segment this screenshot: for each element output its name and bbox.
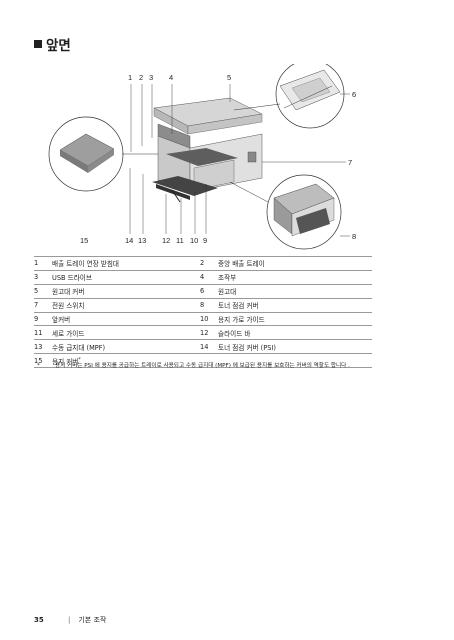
page-footer: 35 | 기본 조작 [34, 615, 106, 625]
part-number: 12 [200, 325, 218, 341]
part-number: 3 [34, 270, 52, 285]
part-label: 용지 커버 [52, 357, 79, 366]
part-number: 2 [200, 256, 218, 271]
part-number: 8 [200, 298, 218, 313]
part-number: 14 [200, 339, 218, 355]
footnote-text: 용지 커버는 PSI 에 용지를 공급하는 트레이로 사용되고 수동 급지대 (… [55, 363, 350, 369]
part-number: 5 [34, 284, 52, 299]
section-name: 기본 조작 [78, 616, 107, 624]
callout-5: 5 [227, 73, 231, 82]
empty-cell [218, 353, 372, 369]
part-number: 13 [34, 339, 52, 355]
section-title: 앞면 [46, 38, 71, 54]
toner-cover-inset [229, 174, 342, 250]
part-label: 원고대 커버 [52, 284, 200, 299]
callout-4: 4 [169, 73, 173, 82]
table-row: 9 앞커버 10 용지 가로 가이드 [34, 312, 372, 327]
empty-cell [200, 353, 218, 369]
part-label: 토너 점검 커버 (PSI) [218, 339, 372, 355]
printer-body [152, 97, 263, 203]
callout-3: 3 [149, 73, 153, 82]
callout-13: 13 [138, 236, 146, 245]
section-heading: 앞면 [34, 34, 71, 54]
part-label: 토너 점검 커버 [218, 298, 372, 313]
callout-7: 7 [348, 158, 352, 167]
parts-table: 1 배출 트레이 연장 받침대 2 중앙 배출 트레이 3 USB 드라이브 4… [34, 256, 372, 369]
part-number: 10 [200, 312, 218, 327]
paper-cover-inset [48, 116, 164, 192]
part-number: 11 [34, 325, 52, 341]
part-label: 배출 트레이 연장 받침대 [52, 256, 200, 271]
callout-6: 6 [352, 90, 356, 99]
part-number: 7 [34, 298, 52, 313]
platen-inset [233, 64, 345, 129]
square-bullet-icon [34, 40, 42, 48]
footer-separator: | [68, 616, 71, 624]
part-label: 세로 가이드 [52, 325, 200, 341]
callout-leaders [129, 84, 350, 237]
table-row: 7 전원 스위치 8 토너 점검 커버 [34, 298, 372, 313]
callout-1: 1 [128, 73, 132, 82]
table-row: 11 세로 가이드 12 슬라이드 바 [34, 325, 372, 341]
part-number: 1 [34, 256, 52, 271]
footnote-mark: * [37, 363, 40, 369]
part-label: 조작부 [218, 270, 372, 285]
callout-9: 9 [203, 236, 207, 245]
part-label: USB 드라이브 [52, 270, 200, 285]
part-number: 4 [200, 270, 218, 285]
callout-15: 15 [80, 236, 88, 245]
part-label: 전원 스위치 [52, 298, 200, 313]
part-label: 중앙 배출 트레이 [218, 256, 372, 271]
footnote-reference: * [78, 357, 81, 363]
callout-8: 8 [352, 232, 356, 241]
part-label: 용지 가로 가이드 [218, 312, 372, 327]
part-label: 원고대 [218, 284, 372, 299]
part-number: 15 [34, 353, 52, 369]
footnote: * 용지 커버는 PSI 에 용지를 공급하는 트레이로 사용되고 수동 급지대… [34, 362, 366, 371]
callout-12: 12 [162, 236, 170, 245]
part-number: 9 [34, 312, 52, 327]
printer-illustration: 1 2 3 4 5 6 7 8 15 14 13 12 11 10 9 [48, 64, 356, 250]
part-label: 앞커버 [52, 312, 200, 327]
part-number: 6 [200, 284, 218, 299]
table-row: 1 배출 트레이 연장 받침대 2 중앙 배출 트레이 [34, 256, 372, 271]
printer-front-figure: 1 2 3 4 5 6 7 8 15 14 13 12 11 10 9 [34, 64, 364, 254]
part-label: 수동 급지대 (MPF) [52, 339, 200, 355]
table-row: 13 수동 급지대 (MPF) 14 토너 점검 커버 (PSI) [34, 339, 372, 355]
part-label: 슬라이드 바 [218, 325, 372, 341]
part-label-paper-cover: 용지 커버* [52, 353, 200, 369]
table-row: 3 USB 드라이브 4 조작부 [34, 270, 372, 285]
table-row: 15 용지 커버* [34, 353, 372, 369]
callout-11: 11 [176, 236, 184, 245]
table-row: 5 원고대 커버 6 원고대 [34, 284, 372, 299]
callout-2: 2 [139, 73, 143, 82]
callout-14: 14 [125, 236, 133, 245]
callout-10: 10 [190, 236, 198, 245]
page-number: 35 [34, 616, 44, 624]
